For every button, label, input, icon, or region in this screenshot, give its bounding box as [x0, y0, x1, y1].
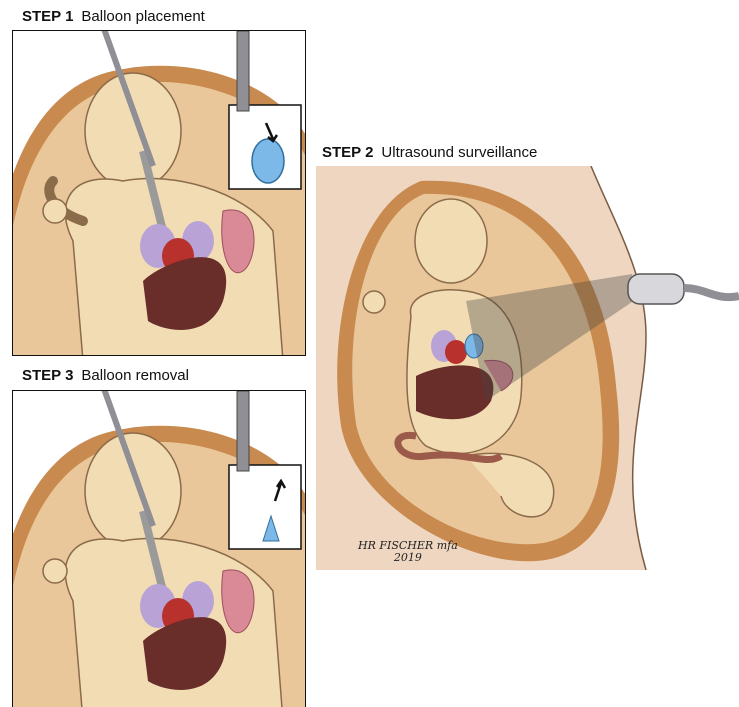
fetal-fist: [363, 291, 385, 313]
inset-instrument: [237, 31, 249, 111]
step-3-caption: STEP 3 Balloon removal: [22, 367, 189, 384]
step-2-title: Ultrasound surveillance: [381, 144, 537, 161]
signature-year: 2019: [358, 552, 458, 564]
step-3-label: STEP 3: [22, 367, 73, 384]
probe-cable: [684, 288, 739, 297]
step-3-panel: [12, 390, 306, 707]
step-2-caption: STEP 2 Ultrasound surveillance: [322, 144, 537, 161]
step-2-panel: [316, 166, 739, 570]
step-1-panel: [12, 30, 306, 356]
step-2-label: STEP 2: [322, 144, 373, 161]
fetal-fist: [43, 199, 67, 223]
inset-instrument: [237, 391, 249, 471]
artist-signature: HR FISCHER mfa 2019: [358, 540, 458, 564]
step-3-illustration: [13, 391, 305, 707]
step-1-caption: STEP 1 Balloon placement: [22, 8, 205, 25]
balloon: [252, 139, 284, 183]
heart: [445, 340, 467, 364]
step-1-title: Balloon placement: [81, 8, 204, 25]
step-3-title: Balloon removal: [81, 367, 189, 384]
fetal-head: [85, 73, 181, 189]
step-1-label: STEP 1: [22, 8, 73, 25]
ultrasound-probe: [628, 274, 684, 304]
step-1-illustration: [13, 31, 305, 355]
fetal-fist: [43, 559, 67, 583]
step-2-illustration: [316, 166, 739, 570]
fetal-head: [85, 433, 181, 549]
fetal-head: [415, 199, 487, 283]
